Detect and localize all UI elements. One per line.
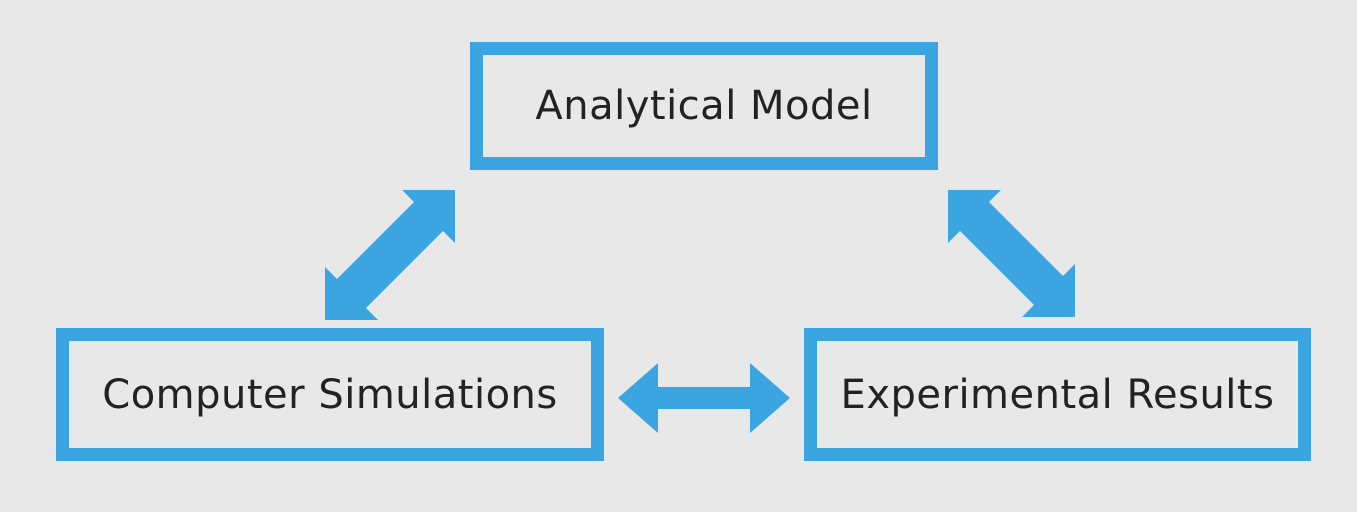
node-analytical-model: Analytical Model: [470, 42, 938, 170]
node-label: Experimental Results: [840, 371, 1275, 418]
arrow-computer-experimental: [618, 363, 790, 433]
node-computer-simulations: Computer Simulations: [56, 328, 604, 461]
node-experimental-results: Experimental Results: [804, 328, 1311, 461]
node-label: Computer Simulations: [102, 371, 558, 418]
arrow-analytical-computer: [325, 190, 455, 320]
arrow-analytical-experimental: [948, 190, 1075, 317]
node-label: Analytical Model: [535, 83, 873, 129]
